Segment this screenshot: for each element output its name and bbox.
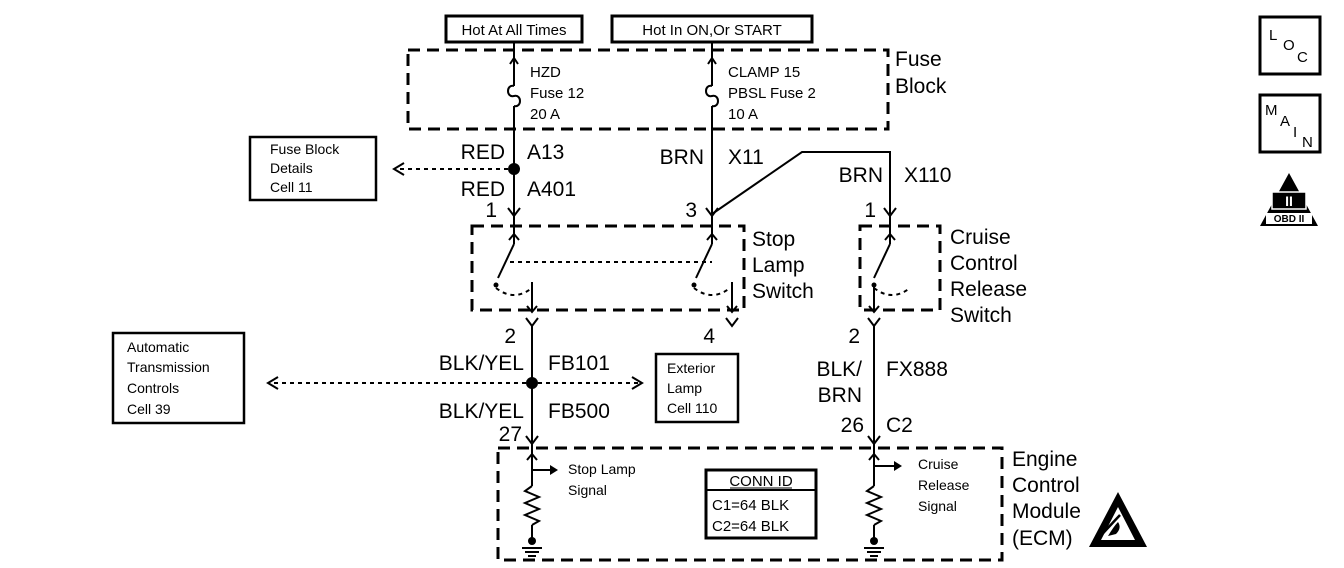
fuse-right-rating: 10 A	[728, 106, 758, 123]
cruise-switch-label-2: Control	[950, 252, 1018, 275]
cruise-signal-label-3: Signal	[918, 498, 957, 514]
main-icon-n: N	[1302, 134, 1313, 151]
fuse-right-fuse: PBSL Fuse 2	[728, 85, 816, 102]
ref-fuse-block-details: Fuse Block Details Cell 11	[248, 135, 378, 202]
wire-color-blkyel-1: BLK/YEL	[439, 352, 524, 375]
ref-automatic-transmission-controls: Automatic Transmission Controls Cell 39	[111, 331, 246, 425]
wire-color-blk-slash: BLK/	[816, 358, 862, 381]
fuse-left-name: HZD	[530, 64, 561, 81]
pin-2-right: 2	[848, 325, 860, 348]
ref-fuse-block-2: Details	[270, 160, 313, 176]
cruise-switch-label-4: Switch	[950, 304, 1012, 327]
fuse-block-label-1: Fuse	[895, 48, 942, 71]
stop-lamp-switch-label-3: Switch	[752, 280, 814, 303]
wire-color-brn-x110: BRN	[839, 164, 883, 187]
fuse-left-rating: 20 A	[530, 106, 560, 123]
stop-lamp-switch-label-2: Lamp	[752, 254, 805, 277]
fuse-right-name: CLAMP 15	[728, 64, 800, 81]
circuit-x11: X11	[728, 146, 764, 169]
fuse-12-icon	[507, 52, 521, 232]
ecm-label-2: Control	[1012, 474, 1080, 497]
splice-dot-a13	[508, 163, 520, 175]
loc-icon[interactable]: L O C	[1258, 15, 1322, 76]
wire-color-blkyel-2: BLK/YEL	[439, 400, 524, 423]
esd-warning-icon	[1089, 492, 1147, 547]
obd-ii-icon[interactable]: II OBD II	[1260, 173, 1318, 226]
fuse-block-outline	[406, 48, 890, 131]
pin-1-right: 1	[864, 199, 876, 222]
conn-id-c1: C1=64 BLK	[712, 497, 789, 514]
pin-4: 4	[703, 325, 715, 348]
circuit-fb500: FB500	[548, 400, 610, 423]
ref-atc-3: Controls	[127, 380, 179, 396]
conn-id-box: CONN ID C1=64 BLK C2=64 BLK	[704, 468, 818, 540]
wire-x110	[711, 151, 891, 215]
cruise-switch-contacts-icon	[868, 216, 911, 314]
fuse-block-label-2: Block	[895, 75, 947, 98]
ref-atc-1: Automatic	[127, 339, 189, 355]
loc-icon-c: C	[1297, 49, 1308, 66]
ref-exterior-2: Lamp	[667, 380, 702, 396]
cruise-signal-label-1: Cruise	[918, 456, 959, 472]
ref-fuse-block-3: Cell 11	[270, 179, 313, 195]
wire-color-brn-x11: BRN	[660, 146, 704, 169]
pin-3: 3	[685, 199, 697, 222]
circuit-fx888: FX888	[886, 358, 948, 381]
pin-26: 26	[841, 414, 864, 437]
ref-exterior-3: Cell 110	[667, 400, 718, 416]
main-icon[interactable]: M A I N	[1258, 93, 1322, 154]
circuit-fb101: FB101	[548, 352, 610, 375]
circuit-a13: A13	[527, 141, 564, 164]
ref-atc-4: Cell 39	[127, 401, 171, 417]
wire-color-brn-fx888: BRN	[818, 384, 862, 407]
ecm-outline	[496, 446, 1004, 562]
ref-exterior-lamp: Exterior Lamp Cell 110	[654, 352, 740, 424]
stop-lamp-signal-circuit-icon	[522, 444, 558, 557]
main-icon-m: M	[1265, 102, 1278, 119]
cruise-switch-outline	[858, 224, 942, 312]
hot-at-all-times-text: Hot At All Times	[461, 22, 566, 39]
pin-2-left: 2	[504, 325, 516, 348]
ref-exterior-1: Exterior	[667, 360, 716, 376]
conn-id-title: CONN ID	[729, 473, 793, 490]
connector-c2: C2	[886, 414, 913, 437]
ecm-label-4: (ECM)	[1012, 527, 1073, 550]
hot-in-on-start-text: Hot In ON,Or START	[642, 22, 781, 39]
ecm-label-1: Engine	[1012, 448, 1077, 471]
ref-fuse-block-1: Fuse Block	[270, 141, 340, 157]
power-label-hot-in-on-start: Hot In ON,Or START	[610, 14, 814, 44]
cruise-signal-label-2: Release	[918, 477, 970, 493]
cruise-switch-label-1: Cruise	[950, 226, 1011, 249]
main-icon-a: A	[1280, 113, 1290, 130]
circuit-a401: A401	[527, 178, 576, 201]
stop-lamp-switch-label-1: Stop	[752, 228, 795, 251]
ref-atc-2: Transmission	[127, 359, 210, 375]
ecm-label-3: Module	[1012, 500, 1081, 523]
cruise-release-signal-circuit-icon	[864, 444, 902, 557]
power-label-hot-at-all-times: Hot At All Times	[444, 14, 584, 44]
loc-icon-l: L	[1269, 27, 1277, 44]
wire-color-red-1: RED	[461, 141, 505, 164]
stop-lamp-switch-contacts-icon	[493, 216, 738, 314]
conn-id-c2: C2=64 BLK	[712, 518, 789, 535]
loc-icon-o: O	[1283, 37, 1295, 54]
stop-lamp-signal-label-1: Stop Lamp	[568, 461, 636, 477]
cruise-switch-label-3: Release	[950, 278, 1027, 301]
pin-27: 27	[499, 423, 522, 446]
obd-label: OBD II	[1274, 214, 1305, 225]
circuit-x110: X110	[904, 164, 952, 187]
splice-dot-fb101	[526, 377, 538, 389]
stop-lamp-switch-outline	[470, 224, 746, 312]
pin-1-left: 1	[485, 199, 497, 222]
stop-lamp-signal-label-2: Signal	[568, 482, 607, 498]
main-icon-i: I	[1293, 124, 1297, 141]
pbsl-fuse-2-icon	[705, 52, 719, 214]
obd-roman: II	[1285, 193, 1293, 209]
wire-color-red-2: RED	[461, 178, 505, 201]
fuse-left-fuse: Fuse 12	[530, 85, 584, 102]
